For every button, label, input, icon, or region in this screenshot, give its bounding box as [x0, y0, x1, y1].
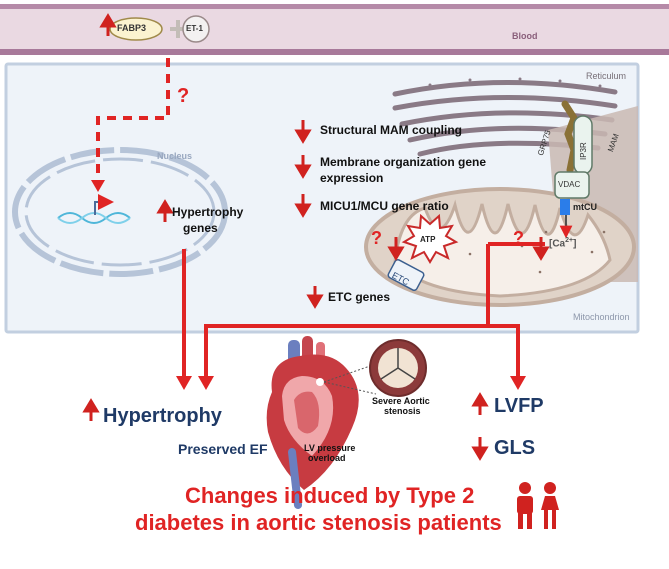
- atp-burst: [401, 213, 459, 264]
- mam-coupling-text: Structural MAM coupling: [320, 123, 462, 137]
- mcu-label: mtCU: [573, 202, 597, 212]
- calcium-label: [Ca2+]: [549, 237, 577, 250]
- blood-label: Blood: [512, 31, 538, 41]
- reticulum-label: Reticulum: [586, 71, 627, 81]
- severe-aortic-stenosis-label: Severe Aortic: [372, 396, 430, 406]
- preserved-ef-outcome: Preserved EF: [178, 441, 268, 457]
- hypertrophy-genes-text: Hypertrophy: [172, 205, 244, 219]
- gls-outcome: GLS: [494, 437, 536, 459]
- blood-vessel: [0, 4, 669, 55]
- nucleus-label: Nucleus: [157, 151, 193, 161]
- et1-marker: [182, 15, 210, 43]
- decrease-arrow-icon: [294, 129, 312, 144]
- summary-line-1: Changes induced by Type 2: [185, 483, 475, 508]
- membrane-gene-text: Membrane organization gene: [320, 155, 487, 169]
- lv-pressure-overload-label-2: overload: [308, 453, 346, 463]
- reticulum-ribosomes: [428, 77, 602, 88]
- vdac-label: VDAC: [558, 180, 581, 189]
- vdac-channel: [554, 171, 590, 199]
- et1-label: ET-1: [186, 24, 203, 33]
- etc-genes-text: ETC genes: [328, 290, 391, 304]
- signal-dashed-arrowhead: [91, 180, 105, 192]
- increase-arrow-icon: [471, 392, 489, 407]
- increase-arrow-icon: [82, 398, 100, 413]
- atp-label: ATP: [420, 235, 436, 244]
- hypertrophy-genes-text-2: genes: [183, 221, 218, 235]
- transcription-start-icon: [94, 194, 114, 215]
- membrane-gene-text-2: expression: [320, 171, 384, 185]
- lvfp-outcome: LVFP: [494, 395, 544, 417]
- micu-ratio-text: MICU1/MCU gene ratio: [320, 199, 449, 213]
- summary-line-2: diabetes in aortic stenosis patients: [135, 510, 502, 535]
- severe-aortic-stenosis-label-2: stenosis: [384, 406, 421, 416]
- increase-arrow-icon: [156, 199, 174, 214]
- zoom-line: [323, 365, 371, 383]
- fabp3-label: FABP3: [117, 23, 147, 33]
- unknown-mechanism-label: ?: [177, 85, 190, 107]
- nucleus: [12, 147, 228, 277]
- aortic-valve-icon: [369, 339, 427, 397]
- decrease-arrow-icon: [294, 203, 312, 218]
- hypertrophy-outcome: Hypertrophy: [103, 405, 222, 427]
- flow-arrowheads: [176, 376, 526, 390]
- decrease-arrow-icon: [532, 246, 550, 261]
- unknown-mechanism-label: ?: [371, 228, 382, 248]
- decrease-arrow-icon: [294, 164, 312, 179]
- decrease-arrow-icon: [387, 246, 405, 261]
- fabp3-marker: [109, 17, 163, 41]
- signal-dashed-path: [96, 58, 170, 184]
- heart-illustration-icon: [266, 336, 359, 509]
- mitochondrion-label: Mitochondrion: [573, 312, 630, 322]
- zoom-line: [323, 381, 377, 395]
- grp75-tether: [561, 100, 578, 174]
- increase-arrow-icon: [99, 13, 117, 28]
- decrease-arrow-icon: [471, 446, 489, 461]
- patients-icon: [517, 482, 559, 529]
- mcu-channel: [560, 199, 570, 215]
- flow-arrows: [182, 242, 545, 378]
- decrease-arrow-icon: [306, 294, 324, 309]
- trend-arrows: [82, 13, 550, 461]
- unknown-mechanism-label: ?: [513, 228, 524, 248]
- etc-complex: [387, 258, 425, 292]
- lv-pressure-overload-label: LV pressure: [304, 443, 356, 453]
- ip3r-label: IP3R: [579, 142, 588, 160]
- nucleus-inner-membrane: [24, 157, 216, 267]
